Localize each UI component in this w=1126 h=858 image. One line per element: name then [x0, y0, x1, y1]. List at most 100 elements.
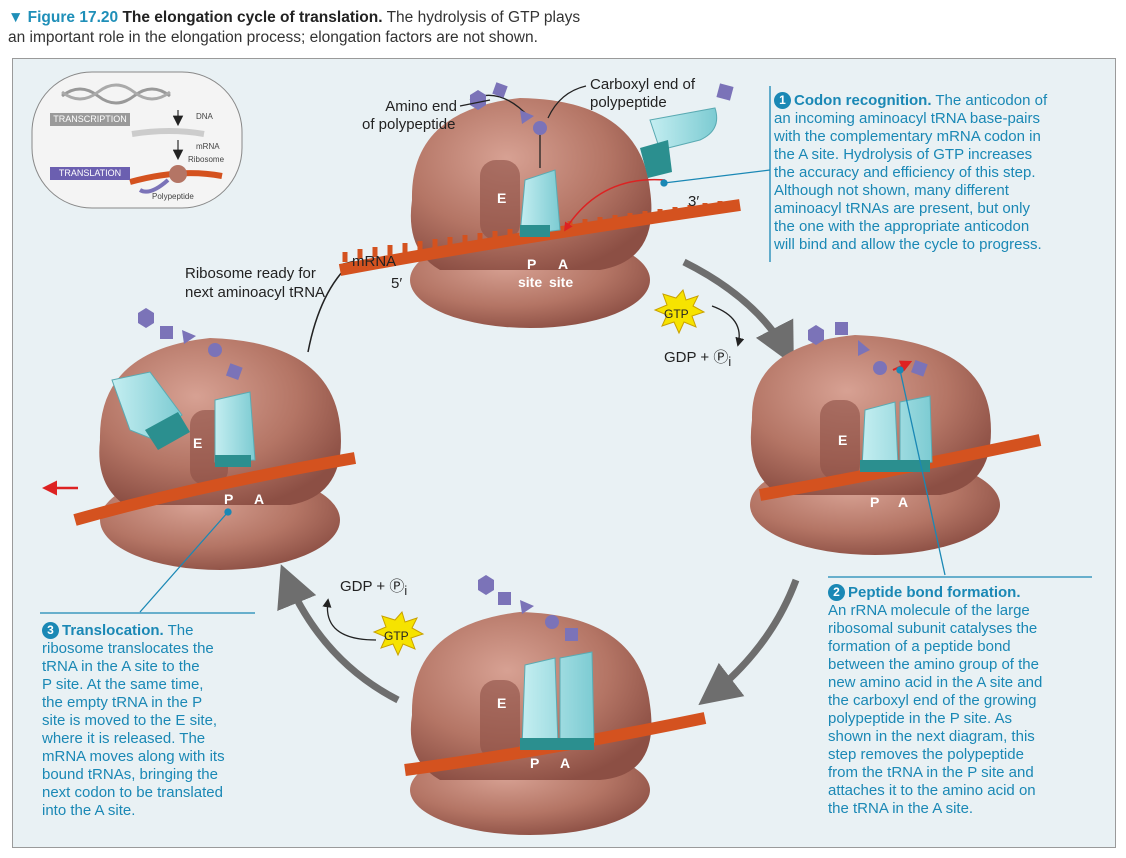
- callout1-text-2: with the complementary mRNA codon in: [774, 128, 1041, 145]
- callout3-text-4: the empty tRNA in the P: [42, 694, 203, 711]
- callout1-text-5: Although not shown, many different: [774, 182, 1009, 199]
- callout2-text-5: the carboxyl end of the growing: [828, 692, 1037, 709]
- callout3-text-5: site is moved to the E site,: [42, 712, 218, 729]
- overview-transcription: TRANSCRIPTION: [50, 113, 130, 126]
- ribosome-left: [42, 308, 357, 570]
- top-a-site: A: [558, 256, 569, 272]
- bottom-e-site: E: [497, 695, 507, 711]
- step2-title: Peptide bond formation.: [848, 584, 1021, 601]
- ready-line-1: Ribosome ready for: [185, 265, 316, 282]
- cycle-arrow-3: [277, 564, 400, 704]
- callout3-text-8: bound tRNAs, bringing the: [42, 766, 218, 783]
- figure-number: Figure 17.20: [27, 9, 119, 26]
- step3-number: 3: [42, 622, 59, 639]
- figure-title: The elongation cycle of translation.: [122, 9, 383, 26]
- callout1-text-8: will bind and allow the cycle to progres…: [774, 236, 1042, 253]
- overview-polypeptide: Polypeptide: [152, 192, 194, 201]
- five-prime-label: 5′: [391, 275, 403, 292]
- overview-mrna: mRNA: [196, 142, 220, 151]
- amino-end-line-1: Amino end: [385, 98, 457, 115]
- overview-dna: DNA: [196, 112, 213, 121]
- callout2-text-2: formation of a peptide bond: [828, 638, 1011, 655]
- callout2-text-6: polypeptide in the P site. As: [828, 710, 1013, 727]
- caption-arrow-icon: ▼: [8, 9, 24, 26]
- callout3-text-3: P site. At the same time,: [42, 676, 204, 693]
- bottom-a-site: A: [560, 755, 571, 771]
- ribosome-top: [338, 82, 741, 328]
- callout3-text-9: next codon to be translated: [42, 784, 223, 801]
- pi-sub-top: i: [728, 355, 732, 369]
- top-p-site-word: site: [518, 274, 543, 290]
- carboxyl-end-line-1: Carboxyl end of: [590, 76, 696, 93]
- caption-text-2: an important role in the elongation proc…: [8, 29, 538, 46]
- callout1-text-1: an incoming aminoacyl tRNA base-pairs: [774, 110, 1040, 127]
- pi-sub-bottom: i: [404, 584, 408, 598]
- callout3-text-7: mRNA moves along with its: [42, 748, 225, 765]
- left-e-site: E: [193, 435, 203, 451]
- mrna-label: mRNA: [352, 253, 397, 270]
- gtp-starburst-bottom: [322, 598, 425, 657]
- top-e-site: E: [497, 190, 507, 206]
- callout-leaders: [40, 86, 1092, 614]
- ribosome-right: [750, 322, 1042, 555]
- ribosome-bottom: [404, 575, 707, 835]
- step1-title: Codon recognition.: [794, 92, 932, 109]
- caption-text-1: The hydrolysis of GTP plays: [386, 9, 581, 26]
- cycle-arrow-2: [698, 578, 800, 706]
- caption-line-1: ▼ Figure 17.20 The elongation cycle of t…: [8, 8, 1108, 28]
- overview-translation: TRANSLATION: [50, 167, 130, 180]
- step2-number: 2: [828, 584, 845, 601]
- callout1-text-7: the one with the appropriate anticodon: [774, 218, 1030, 235]
- right-a-site: A: [898, 494, 909, 510]
- callout3-text-0: The: [167, 622, 194, 639]
- gdp-text-top: GDP + Ⓟ: [664, 349, 729, 366]
- ready-line-2: next aminoacyl tRNA: [185, 284, 326, 301]
- callout2-text-11: the tRNA in the A site.: [828, 800, 974, 817]
- callout2-text-8: step removes the polypeptide: [828, 746, 1024, 763]
- step3-title: Translocation.: [62, 622, 164, 639]
- top-p-site: P: [527, 256, 537, 272]
- callout2-text-9: from the tRNA in the P site and: [828, 764, 1034, 781]
- top-a-site-word: site: [549, 274, 574, 290]
- callout2-text-3: between the amino group of the: [828, 656, 1039, 673]
- carboxyl-end-line-2: polypeptide: [590, 94, 667, 111]
- callout1-text-6: aminoacyl tRNAs are present, but only: [774, 200, 1030, 217]
- right-p-site: P: [870, 494, 880, 510]
- step1-number: 1: [774, 92, 791, 109]
- callout2-text-1: ribosomal subunit catalyses the: [828, 620, 1038, 637]
- overview-inset: [31, 71, 243, 209]
- gtp-starburst-top: [653, 288, 745, 347]
- bottom-p-site: P: [530, 755, 540, 771]
- callout1-text-3: the A site. Hydrolysis of GTP increases: [774, 146, 1033, 163]
- cycle-arrow-1: [682, 258, 794, 366]
- callout3-text-1: ribosome translocates the: [42, 640, 214, 657]
- gtp-label-top: GTP: [664, 307, 689, 321]
- callout3-text-10: into the A site.: [42, 802, 136, 819]
- callout2-text-0: An rRNA molecule of the large: [828, 602, 1030, 619]
- callout1-text-0: The anticodon of: [935, 92, 1048, 109]
- left-p-site: P: [224, 491, 234, 507]
- figure-caption: ▼ Figure 17.20 The elongation cycle of t…: [8, 8, 1108, 48]
- callout1-text-4: the accuracy and efficiency of this step…: [774, 164, 1036, 181]
- gdp-text-bottom: GDP + Ⓟ: [340, 578, 405, 595]
- left-a-site: A: [254, 491, 265, 507]
- label-leaders: [459, 85, 587, 119]
- callout2-text-7: shown in the next diagram, this: [828, 728, 1035, 745]
- gdp-label-top: GDP + Ⓟi: [664, 349, 731, 371]
- callout2-text-10: attaches it to the amino acid on: [828, 782, 1036, 799]
- gtp-label-bottom: GTP: [384, 629, 409, 643]
- callout2-text-4: new amino acid in the A site and: [828, 674, 1043, 691]
- amino-end-line-2: of polypeptide: [362, 116, 456, 133]
- amino-end-label: Amino end: [345, 98, 457, 116]
- callout3-text-2: tRNA in the A site to the: [42, 658, 200, 675]
- callout3-text-6: where it is released. The: [42, 730, 206, 747]
- overview-ribosome: Ribosome: [188, 155, 225, 164]
- right-e-site: E: [838, 432, 848, 448]
